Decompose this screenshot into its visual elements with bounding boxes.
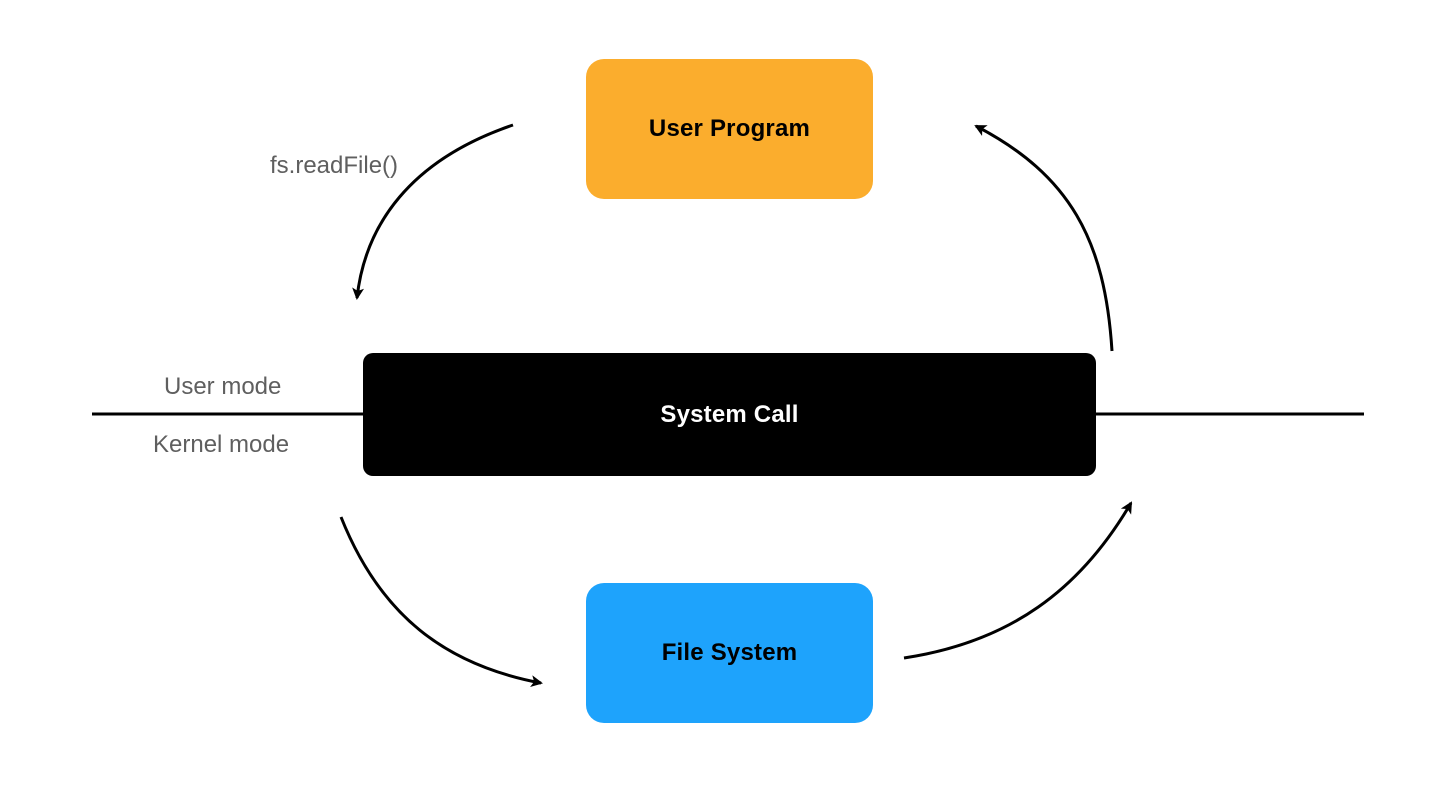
node-user-program: User Program	[586, 59, 873, 199]
node-system-call: System Call	[363, 353, 1096, 476]
edge-label-fs-readfile: fs.readFile()	[270, 152, 399, 179]
label-user-mode: User mode	[164, 373, 282, 400]
edge-system-call-to-user-program	[974, 124, 1114, 352]
node-file-system: File System	[586, 583, 873, 723]
edge-system-call-to-file-system	[339, 516, 543, 688]
label-kernel-mode: Kernel mode	[153, 431, 290, 458]
edge-file-system-to-system-call	[903, 501, 1133, 660]
edge-user-program-to-system-call	[352, 123, 514, 300]
